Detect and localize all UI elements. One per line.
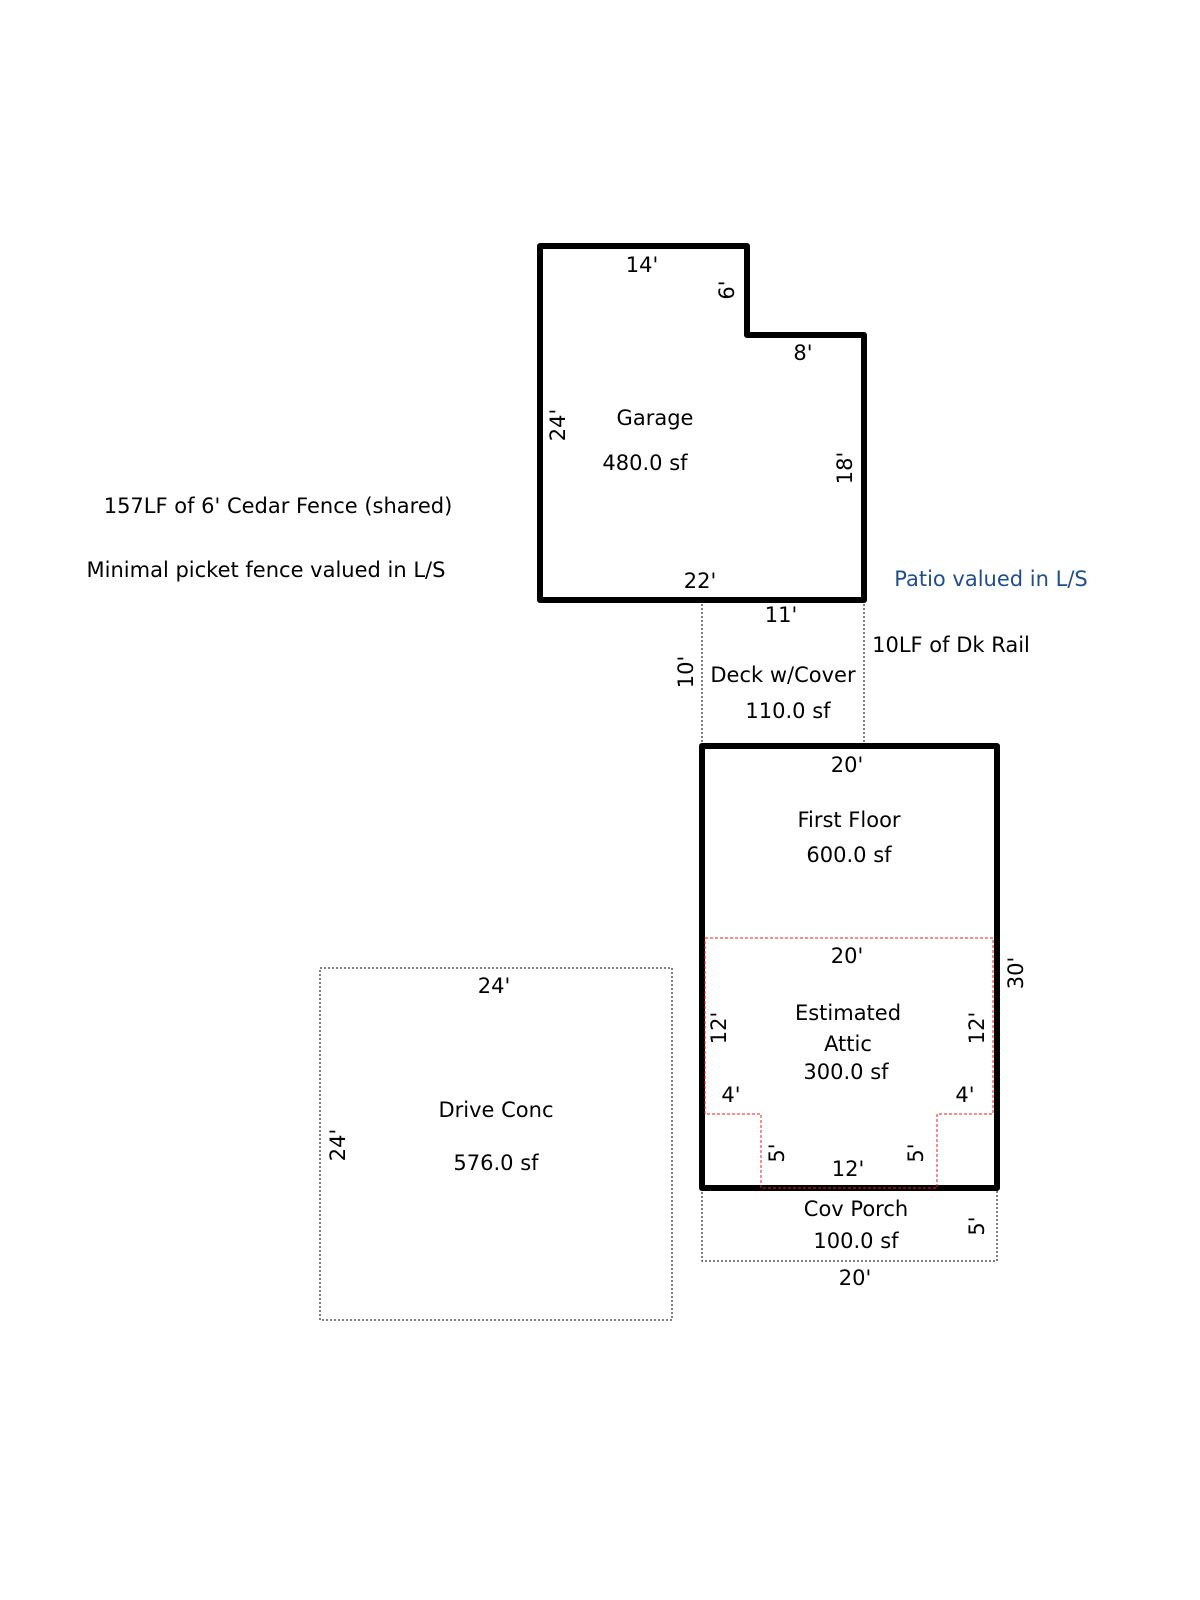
garage-dim-notch: 6' [715, 280, 739, 299]
porch-area: 100.0 sf [813, 1229, 899, 1253]
deck-area: 110.0 sf [745, 699, 831, 723]
garage-dim-top: 14' [626, 253, 659, 277]
deck-room[interactable]: 11' 10' Deck w/Cover 110.0 sf [674, 600, 865, 747]
garage-dim-left: 24' [546, 409, 570, 442]
attic-area: 300.0 sf [803, 1060, 889, 1084]
garage-room[interactable]: 14' 6' 8' 18' 22' 24' Garage 480.0 sf [537, 243, 867, 603]
attic-dim-bottom: 12' [832, 1157, 865, 1181]
deck-dim-top: 11' [765, 603, 798, 627]
attic-dim-left-step: 4' [721, 1083, 740, 1107]
porch-room[interactable]: Cov Porch 100.0 sf 5' 20' [701, 1188, 998, 1290]
garage-label: Garage [617, 406, 694, 430]
garage-dim-right: 18' [833, 452, 857, 485]
attic-outline [704, 937, 994, 1189]
attic-room[interactable]: 20' 12' 12' 4' 4' 5' 5' 12' Estimated At… [704, 937, 994, 1189]
garage-outline [537, 243, 867, 603]
first-floor-area: 600.0 sf [806, 843, 892, 867]
attic-dim-right: 12' [965, 1012, 989, 1045]
first-floor-dim-top: 20' [831, 753, 864, 777]
patio-note: Patio valued in L/S [894, 567, 1087, 591]
porch-dim-bottom: 20' [839, 1266, 872, 1290]
deck-label: Deck w/Cover [710, 663, 856, 687]
first-floor-label: First Floor [797, 808, 900, 832]
drive-label: Drive Conc [438, 1098, 553, 1122]
first-floor-dim-right: 30' [1004, 957, 1028, 990]
drive-dim-left: 24' [326, 1129, 350, 1162]
porch-outline [701, 1188, 998, 1262]
garage-dim-step: 8' [793, 341, 812, 365]
drive-outline [319, 967, 673, 1321]
first-floor-room[interactable]: 20' 30' First Floor 600.0 sf [699, 743, 1028, 1191]
attic-dim-right-step: 4' [955, 1083, 974, 1107]
attic-dim-top: 20' [831, 944, 864, 968]
deck-outline [701, 600, 865, 747]
attic-label-2: Attic [824, 1032, 872, 1056]
garage-area: 480.0 sf [602, 451, 688, 475]
rail-note: 10LF of Dk Rail [872, 633, 1030, 657]
attic-dim-left: 12' [707, 1012, 731, 1045]
attic-label-1: Estimated [795, 1001, 901, 1025]
garage-dim-bottom: 22' [684, 569, 717, 593]
porch-label: Cov Porch [804, 1197, 908, 1221]
drive-dim-top: 24' [478, 974, 511, 998]
deck-dim-left: 10' [674, 656, 698, 689]
attic-dim-right-notch: 5' [904, 1143, 928, 1162]
drive-area[interactable]: 24' 24' Drive Conc 576.0 sf [319, 967, 673, 1321]
porch-dim-right: 5' [965, 1216, 989, 1235]
attic-dim-left-notch: 5' [765, 1143, 789, 1162]
fence-note: 157LF of 6' Cedar Fence (shared) [104, 494, 453, 518]
drive-area-value: 576.0 sf [453, 1151, 539, 1175]
picket-note: Minimal picket fence valued in L/S [87, 558, 446, 582]
